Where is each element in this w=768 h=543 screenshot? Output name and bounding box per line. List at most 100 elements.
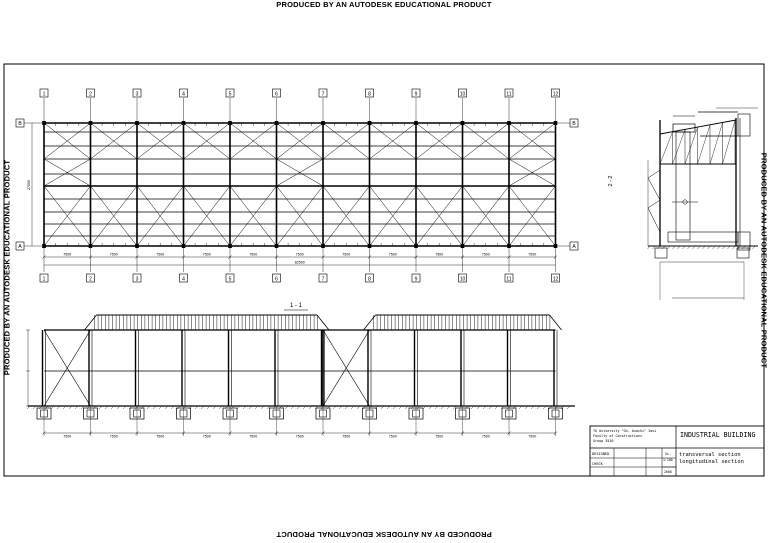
ground-hatch	[560, 405, 565, 410]
sheet-border	[3, 63, 765, 477]
truss-diagonal	[672, 129, 686, 165]
ground-hatch	[410, 405, 415, 410]
dim-tick	[367, 431, 372, 435]
ground-hatch	[314, 405, 319, 410]
ground-hatch	[74, 405, 79, 410]
truss-top-chord	[659, 119, 737, 135]
axis-bubble	[179, 273, 188, 283]
ground-hatch	[302, 405, 307, 410]
ground-hatch	[488, 405, 493, 410]
section-title: 1 - 1	[290, 303, 303, 309]
axis-label-11: 11	[506, 92, 511, 98]
ground-hatch	[464, 405, 469, 410]
ground-hatch	[677, 245, 681, 250]
ground-hatch	[320, 405, 325, 410]
axis-bubble	[458, 273, 467, 283]
ground-hatch	[38, 405, 43, 410]
bracing	[136, 185, 184, 247]
total-dimension: 82500	[295, 261, 305, 265]
axis-label-8: 8	[368, 277, 371, 283]
section-bay-dimension: 7500	[110, 435, 118, 439]
bracing	[43, 122, 91, 160]
ground-hatch	[242, 405, 247, 410]
ground-hatch	[188, 405, 193, 410]
bay-dimension: 7500	[389, 253, 397, 257]
bracing	[43, 158, 91, 187]
axis-bubble	[551, 273, 560, 283]
axis-label-9: 9	[415, 277, 418, 283]
ground-hatch	[752, 245, 756, 250]
ground-hatch	[98, 405, 103, 410]
bracing	[229, 122, 277, 160]
axis-bubble	[365, 88, 374, 98]
axis-label-12: 12	[553, 92, 559, 98]
ground-hatch	[392, 405, 397, 410]
ground-hatch	[446, 405, 451, 410]
axis-bubble	[551, 88, 560, 98]
axis-label-4: 4	[182, 277, 185, 283]
axis-bubble	[365, 273, 374, 283]
ground-hatch	[44, 405, 49, 410]
bracing	[229, 185, 277, 247]
ground-hatch	[122, 405, 127, 410]
dim-tick	[42, 255, 46, 259]
axis-label-8: 8	[368, 92, 371, 98]
ground-hatch	[206, 405, 211, 410]
width-dimension: 27000	[27, 180, 31, 190]
ground-hatch	[722, 245, 726, 250]
scale-value: 1:100	[663, 458, 673, 462]
ground-hatch	[152, 405, 157, 410]
ground-hatch	[416, 405, 421, 410]
dim-tick	[135, 431, 139, 435]
bracing	[369, 122, 417, 160]
dim-tick	[553, 431, 558, 435]
dim-tick	[274, 431, 279, 435]
ground-hatch	[682, 245, 686, 250]
section-bay-dimension: 7500	[249, 435, 257, 439]
ground-hatch	[494, 405, 499, 410]
bracing	[415, 122, 463, 160]
axis-bubble	[504, 88, 514, 98]
ground-hatch	[92, 405, 97, 410]
ground-hatch	[566, 405, 571, 410]
axis-bubble	[458, 88, 467, 98]
axis-bubble	[39, 273, 49, 283]
dim-tick	[274, 255, 279, 259]
truss-diagonal	[659, 131, 673, 165]
bracing	[90, 185, 138, 247]
vertical-bracing	[322, 329, 370, 407]
bracing	[647, 199, 661, 209]
ground-hatch	[742, 245, 746, 250]
dim-tick	[507, 255, 511, 259]
bracing	[136, 122, 184, 160]
ground-hatch	[116, 405, 121, 410]
section-bay-dimension: 7500	[482, 435, 490, 439]
ground-hatch	[134, 405, 139, 410]
org-line-3: Group 3510	[593, 439, 613, 443]
axis-label-B: B	[572, 121, 576, 127]
ground-hatch	[548, 405, 553, 410]
org-line-1: TU University "Gh. Asachi" Iasi	[593, 429, 656, 433]
ground-hatch	[140, 405, 145, 410]
transversal-section: 2 - 2	[608, 107, 758, 300]
ground-hatch	[50, 405, 55, 410]
bay-dimension: 7500	[435, 253, 443, 257]
ground-hatch	[697, 245, 701, 250]
ground-hatch	[164, 405, 169, 410]
dim-tick	[228, 255, 232, 259]
column-cap	[737, 113, 751, 137]
ground-hatch	[476, 405, 481, 410]
ground-hatch	[536, 405, 541, 410]
bracing	[647, 207, 661, 233]
axis-label-B: B	[18, 121, 22, 127]
ground-hatch	[158, 405, 163, 410]
ground-hatch	[542, 405, 547, 410]
section-bay-dimension: 7500	[156, 435, 164, 439]
watermark-top: PRODUCED BY AN AUTODESK EDUCATIONAL PROD…	[276, 0, 492, 9]
axis-label-3: 3	[136, 92, 139, 98]
truss-diagonal	[709, 122, 723, 165]
axis-bubble	[411, 273, 421, 283]
